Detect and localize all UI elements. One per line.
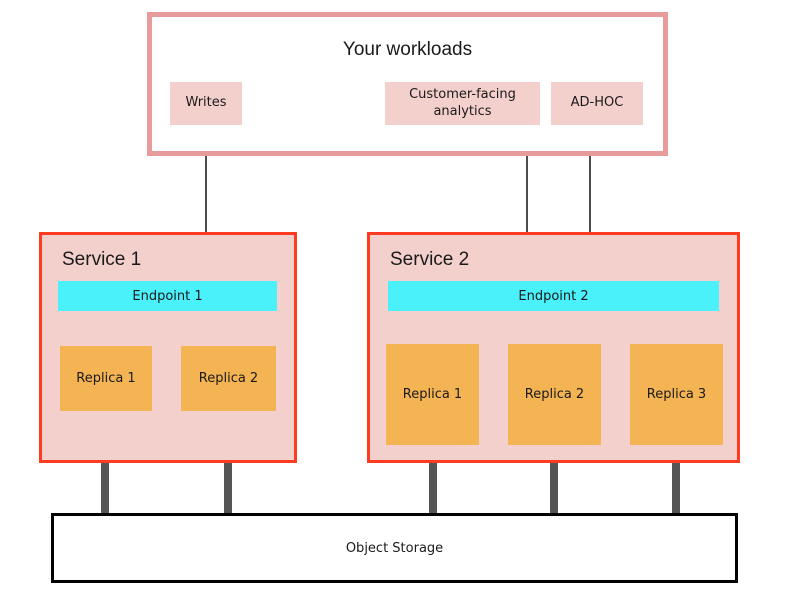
workload-chip-customer-facing-analytics[interactable]: Customer-facing analytics <box>385 82 540 125</box>
workload-chip-writes-label: Writes <box>185 95 227 111</box>
service-1-replica-1-label: Replica 1 <box>76 371 136 386</box>
service-2-replica-1-label: Replica 1 <box>402 387 463 402</box>
workload-chip-writes[interactable]: Writes <box>170 82 242 125</box>
workload-chip-ad-hoc[interactable]: AD-HOC <box>551 82 643 125</box>
service-2-replica-3[interactable]: Replica 3 <box>630 344 723 445</box>
endpoint-1[interactable]: Endpoint 1 <box>58 281 277 311</box>
pipe-s1-replica1-storage <box>101 410 109 516</box>
service-2-replica-3-label: Replica 3 <box>646 387 707 402</box>
endpoint-1-label: Endpoint 1 <box>132 288 203 304</box>
endpoint-2-label: Endpoint 2 <box>518 288 589 304</box>
workload-chip-customer-facing-analytics-label: Customer-facing analytics <box>409 87 516 119</box>
workload-chip-ad-hoc-label: AD-HOC <box>570 95 624 111</box>
service-1-replica-2-label: Replica 2 <box>198 371 259 386</box>
arrow-adhoc-line <box>589 124 591 260</box>
service-1-replica-2[interactable]: Replica 2 <box>181 346 276 411</box>
service-2-replica-2[interactable]: Replica 2 <box>508 344 601 445</box>
workloads-title: Your workloads <box>342 39 473 60</box>
service-2-replica-2-label: Replica 2 <box>524 387 585 402</box>
service-2-title: Service 2 <box>390 249 470 270</box>
pipe-s2-replica2-storage <box>550 444 558 516</box>
endpoint-2[interactable]: Endpoint 2 <box>388 281 719 311</box>
pipe-s1-replica2-storage <box>224 410 232 516</box>
arrow-writes-line <box>205 124 207 260</box>
object-storage-label: Object Storage <box>345 540 444 556</box>
service-2-replica-1[interactable]: Replica 1 <box>386 344 479 445</box>
pipe-s2-replica1-storage <box>429 444 437 516</box>
service-1-replica-1[interactable]: Replica 1 <box>60 346 152 411</box>
pipe-s2-replica3-storage <box>672 444 680 516</box>
arrow-analytics-line <box>526 124 528 260</box>
service-1-title: Service 1 <box>62 249 142 270</box>
object-storage-container[interactable]: Object Storage <box>51 513 738 583</box>
